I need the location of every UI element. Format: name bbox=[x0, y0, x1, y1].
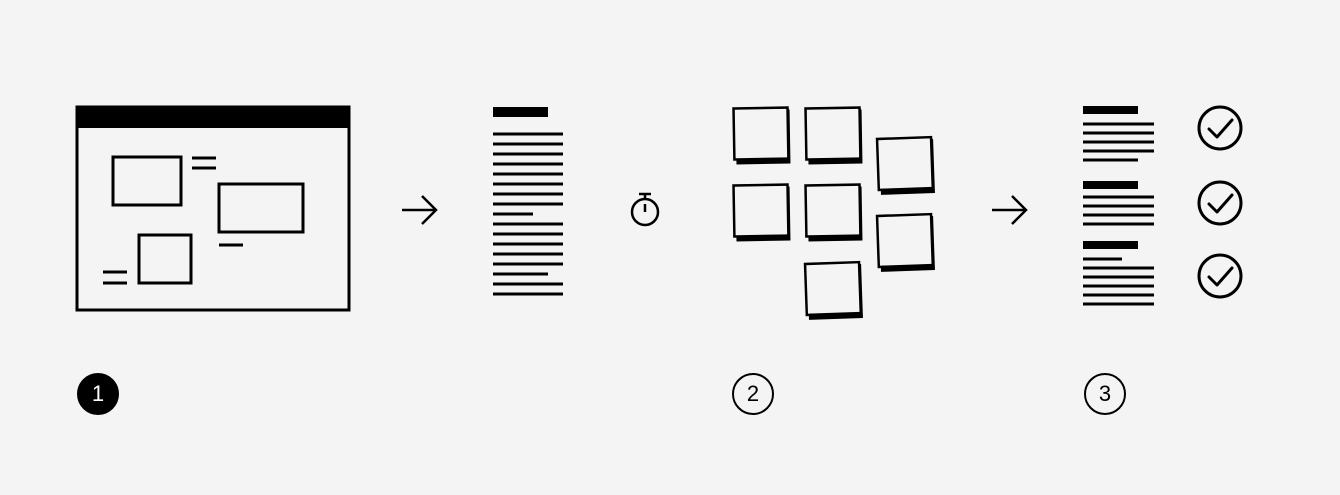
whiteboard-with-notes-icon bbox=[75, 105, 351, 312]
sticky-notes-icon bbox=[732, 106, 935, 320]
sticky-note bbox=[803, 260, 863, 320]
check-circle-icon bbox=[1197, 253, 1243, 299]
sticky-note bbox=[804, 106, 863, 165]
sticky-note bbox=[732, 106, 791, 165]
sticky-note bbox=[804, 183, 863, 242]
sticky-note bbox=[875, 212, 935, 272]
arrow-right-icon bbox=[992, 195, 1028, 225]
sticky-note bbox=[875, 135, 935, 195]
text-list-icon bbox=[1083, 181, 1154, 226]
sticky-note bbox=[732, 183, 791, 242]
check-circle-icon bbox=[1197, 105, 1243, 151]
text-list-icon bbox=[1083, 106, 1154, 162]
step-3-badge: 3 bbox=[1084, 373, 1126, 415]
step-1-badge: 1 bbox=[77, 373, 119, 415]
text-document-icon bbox=[493, 107, 563, 296]
check-circle-icon bbox=[1197, 180, 1243, 226]
stopwatch-icon bbox=[630, 192, 660, 227]
arrow-right-icon bbox=[402, 195, 438, 225]
step-2-badge: 2 bbox=[732, 373, 774, 415]
text-list-icon bbox=[1083, 241, 1154, 306]
